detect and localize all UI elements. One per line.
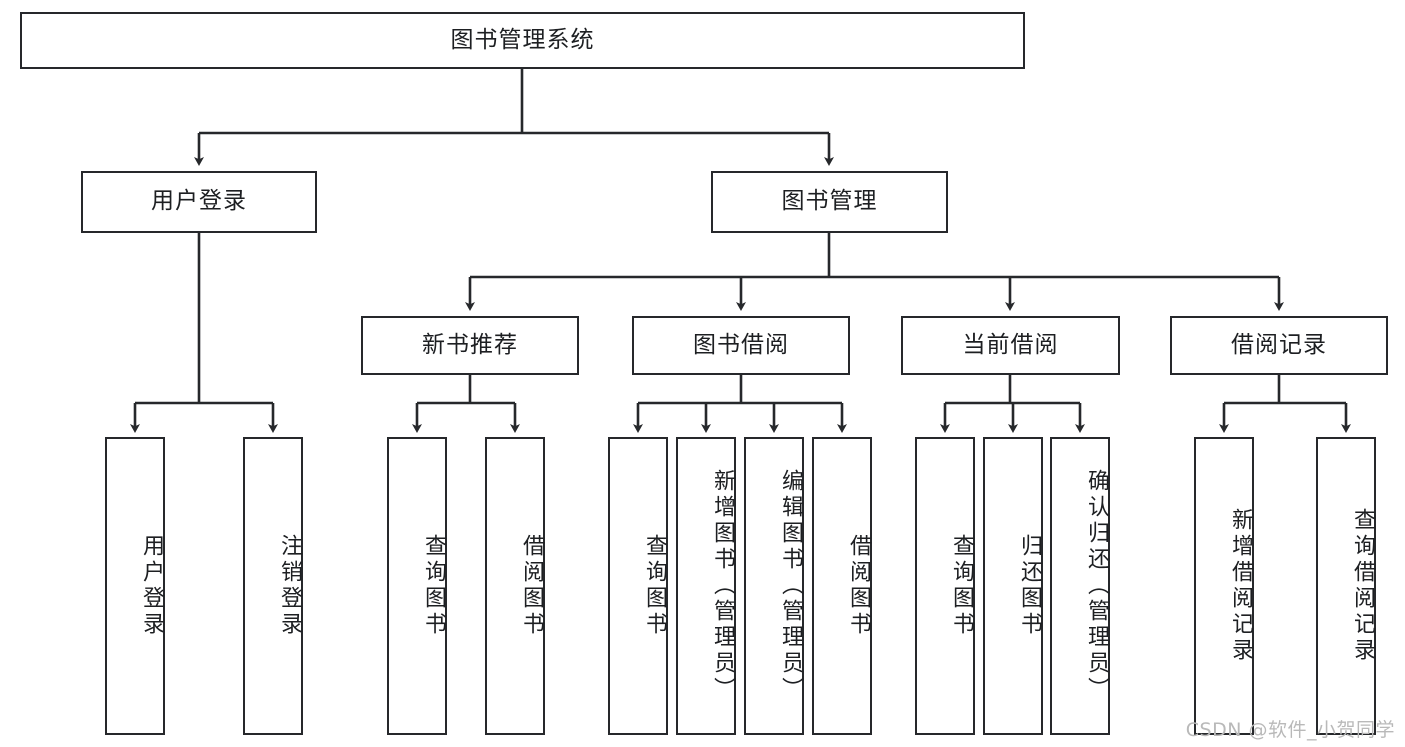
node-leaf-user-logout[interactable]: 注销登录 <box>243 437 303 735</box>
node-leaf-recommend-borrow-book[interactable]: 借阅图书 <box>485 437 545 735</box>
leaf-label: 查询图书 <box>949 534 974 638</box>
leaf-label: 用户登录 <box>139 534 164 638</box>
leaf-label: 新增借阅记录 <box>1228 508 1253 664</box>
node-book-borrow[interactable]: 图书借阅 <box>632 316 850 375</box>
node-leaf-current-confirm-return[interactable]: 确认归还（管理员） <box>1050 437 1110 735</box>
node-leaf-borrow-borrow-book[interactable]: 借阅图书 <box>812 437 872 735</box>
node-book-management[interactable]: 图书管理 <box>711 171 948 233</box>
node-root-system[interactable]: 图书管理系统 <box>20 12 1025 69</box>
node-leaf-current-query-book[interactable]: 查询图书 <box>915 437 975 735</box>
leaf-label: 注销登录 <box>277 534 302 638</box>
node-leaf-record-query[interactable]: 查询借阅记录 <box>1316 437 1376 735</box>
node-user-login[interactable]: 用户登录 <box>81 171 317 233</box>
node-leaf-borrow-query-book[interactable]: 查询图书 <box>608 437 668 735</box>
leaf-label: 确认归还（管理员） <box>1084 469 1109 703</box>
leaf-label: 查询借阅记录 <box>1350 508 1375 664</box>
watermark-text: CSDN @软件_小贺同学 <box>1185 719 1395 741</box>
leaf-label: 查询图书 <box>642 534 667 638</box>
leaf-label: 归还图书 <box>1017 534 1042 638</box>
node-leaf-borrow-edit-book[interactable]: 编辑图书（管理员） <box>744 437 804 735</box>
node-leaf-recommend-query-book[interactable]: 查询图书 <box>387 437 447 735</box>
node-current-borrow[interactable]: 当前借阅 <box>901 316 1120 375</box>
leaf-label: 编辑图书（管理员） <box>778 469 803 703</box>
node-new-book-recommend[interactable]: 新书推荐 <box>361 316 579 375</box>
leaf-label: 借阅图书 <box>519 534 544 638</box>
node-leaf-user-login[interactable]: 用户登录 <box>105 437 165 735</box>
node-leaf-borrow-add-book[interactable]: 新增图书（管理员） <box>676 437 736 735</box>
node-borrow-records[interactable]: 借阅记录 <box>1170 316 1388 375</box>
node-leaf-record-add[interactable]: 新增借阅记录 <box>1194 437 1254 735</box>
leaf-label: 新增图书（管理员） <box>710 469 735 703</box>
leaf-label: 借阅图书 <box>846 534 871 638</box>
leaf-label: 查询图书 <box>421 534 446 638</box>
node-leaf-current-return-book[interactable]: 归还图书 <box>983 437 1043 735</box>
